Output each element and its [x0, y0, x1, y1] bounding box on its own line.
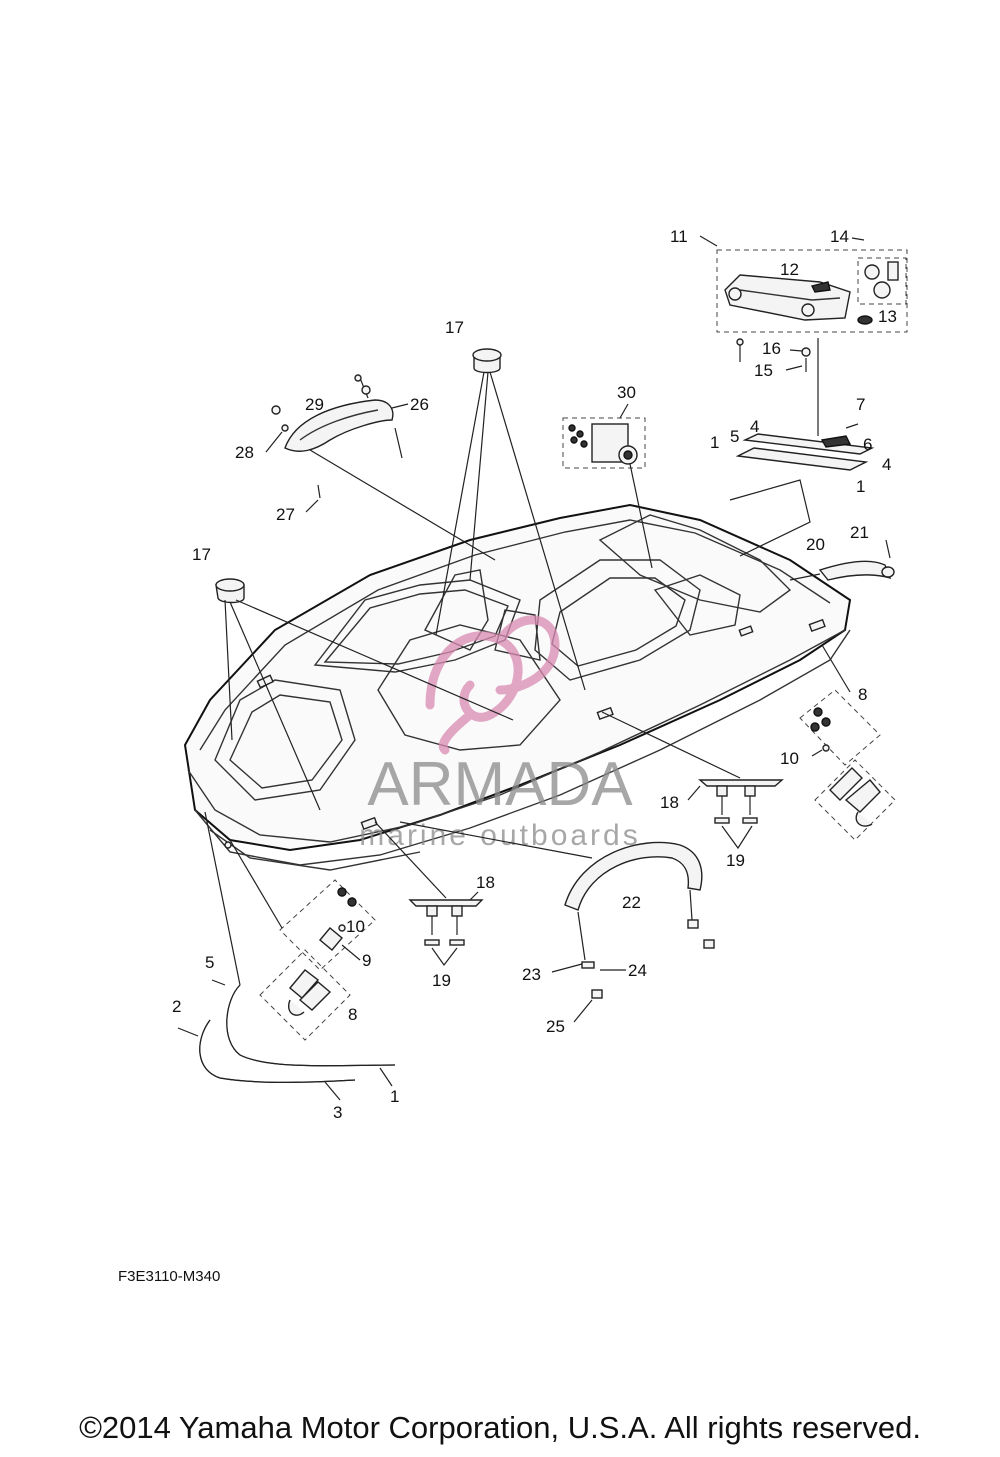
callout-17-left: 17 — [192, 545, 211, 564]
callout-5-top: 5 — [730, 427, 739, 446]
part-1-3-hoses — [177, 811, 396, 1083]
part-17-cupholders — [215, 348, 586, 811]
part-18-left-cleat — [374, 821, 484, 967]
callout-24: 24 — [628, 961, 647, 980]
callout-16: 16 — [762, 339, 781, 358]
callout-7: 7 — [856, 395, 865, 414]
copyright-notice: ©2014 Yamaha Motor Corporation, U.S.A. A… — [79, 1410, 921, 1445]
part-8-left-bracket — [229, 839, 376, 1041]
part-30-plate — [562, 417, 653, 569]
watermark-brand: ARMADA — [367, 750, 633, 819]
callout-26: 26 — [410, 395, 429, 414]
callout-18-left: 18 — [476, 873, 495, 892]
watermark-tagline: marine outboards — [359, 819, 640, 852]
callout-2: 2 — [172, 997, 181, 1016]
part-11-assembly — [716, 249, 908, 372]
rail-assembly — [729, 338, 875, 557]
callout-27: 27 — [276, 505, 295, 524]
callout-18-right: 18 — [660, 793, 679, 812]
callout-29: 29 — [305, 395, 324, 414]
callout-1-right: 1 — [856, 477, 865, 496]
callout-3: 3 — [333, 1103, 342, 1122]
callout-12: 12 — [780, 260, 799, 279]
callout-13: 13 — [878, 307, 897, 326]
callout-11: 11 — [670, 227, 688, 246]
callout-22: 22 — [622, 893, 641, 912]
callout-20: 20 — [806, 535, 825, 554]
callout-6: 6 — [863, 435, 872, 454]
part-8-right-bracket — [799, 644, 896, 841]
callout-19-right: 19 — [726, 851, 745, 870]
callout-10-right: 10 — [780, 749, 799, 768]
reference-code: F3E3110-M340 — [118, 1268, 221, 1285]
callout-14: 14 — [830, 227, 849, 246]
callout-8-right: 8 — [858, 685, 867, 704]
callout-1-bottom: 1 — [390, 1087, 399, 1106]
callout-30: 30 — [617, 383, 636, 402]
callout-4-top: 4 — [750, 417, 759, 436]
part-22-bar — [399, 821, 715, 999]
callout-21: 21 — [850, 523, 869, 542]
callout-19-left: 19 — [432, 971, 451, 990]
callout-15: 15 — [754, 361, 773, 380]
callout-23: 23 — [522, 965, 541, 984]
callout-25: 25 — [546, 1017, 565, 1036]
callout-4-right: 4 — [882, 455, 891, 474]
callout-28: 28 — [235, 443, 254, 462]
callout-5-left: 5 — [205, 953, 214, 972]
watermark: ARMADA marine outboards — [359, 615, 640, 852]
callout-10-left: 10 — [346, 917, 365, 936]
callout-17-top: 17 — [445, 318, 464, 337]
watermark-logo-icon — [425, 615, 560, 755]
part-18-right-cleat — [601, 711, 784, 850]
part-26-handle — [271, 374, 496, 561]
callout-9: 9 — [362, 951, 371, 970]
callout-1-top: 1 — [710, 433, 719, 452]
part-20-hose — [789, 539, 895, 581]
callout-8-left: 8 — [348, 1005, 357, 1024]
callout-labels: 11 12 14 13 16 15 7 6 4 5 1 4 1 30 17 17… — [172, 227, 897, 1122]
